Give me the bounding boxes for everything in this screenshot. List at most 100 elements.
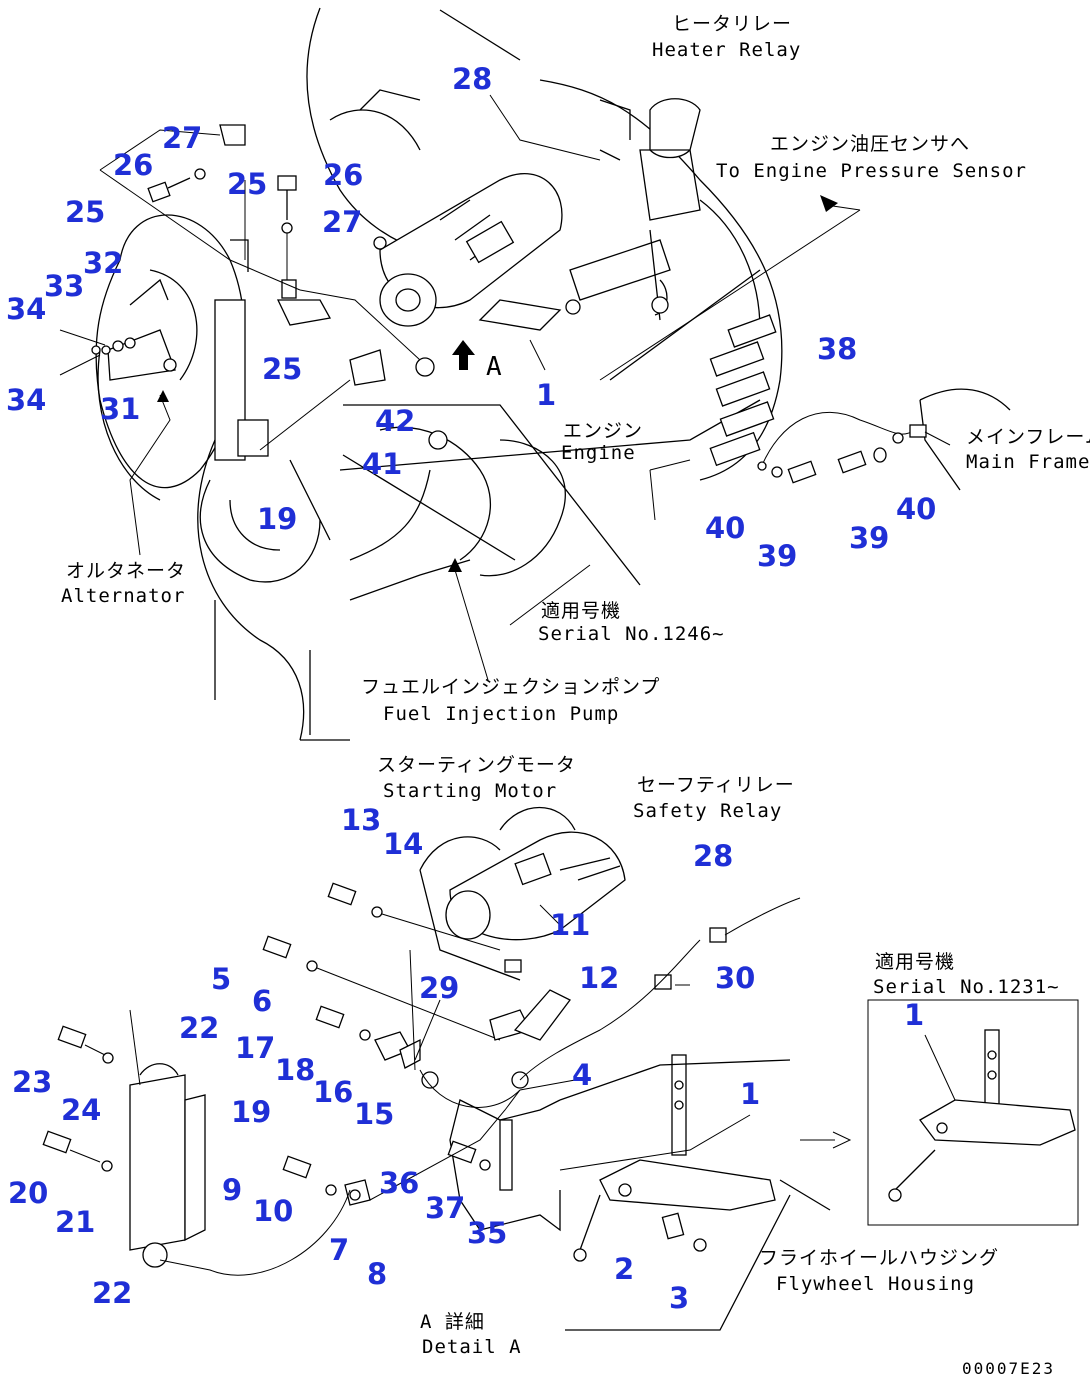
heater-relay-label-jp: ヒータリレー xyxy=(672,13,792,35)
callout-20: 20 xyxy=(8,1176,48,1210)
top-leaders xyxy=(129,94,656,626)
callout-23: 23 xyxy=(12,1065,52,1099)
starting-motor-label-jp: スターティングモータ xyxy=(377,754,576,776)
callout-38: 38 xyxy=(817,332,857,366)
callout-16: 16 xyxy=(313,1075,353,1109)
callout-18: 18 xyxy=(275,1053,315,1087)
callout-28-bottom: 28 xyxy=(693,839,733,873)
detail-a-label: Detail A xyxy=(422,1336,522,1358)
main-frame-label: Main Frame xyxy=(966,451,1090,473)
callout-1-top: 1 xyxy=(536,378,556,412)
callout-41: 41 xyxy=(362,447,402,481)
callout-13: 13 xyxy=(341,803,381,837)
bottom-wiring xyxy=(159,897,801,1276)
serial-inset-label-jp: 適用号機 xyxy=(875,951,955,973)
heater-relay xyxy=(599,98,701,221)
callout-27-top-left: 27 xyxy=(162,121,202,155)
flywheel-housing-label: Flywheel Housing xyxy=(776,1273,975,1295)
callout-40-left: 40 xyxy=(705,511,745,545)
serial-inset-box xyxy=(867,999,1079,1226)
detail-a-label-jp: A 詳細 xyxy=(420,1311,485,1333)
callout-31: 31 xyxy=(100,392,140,426)
pressure-sensor-label-jp: エンジン油圧センサへ xyxy=(770,133,970,155)
callout-35: 35 xyxy=(467,1216,507,1250)
callout-24: 24 xyxy=(61,1093,101,1127)
engine-outline xyxy=(197,7,783,741)
callout-39-left: 39 xyxy=(757,539,797,573)
callout-7: 7 xyxy=(329,1233,349,1267)
callout-2: 2 xyxy=(614,1252,634,1286)
callout-37: 37 xyxy=(425,1191,465,1225)
callout-15: 15 xyxy=(354,1097,394,1131)
serial-top-label-jp: 適用号機 xyxy=(541,600,621,622)
center-parts xyxy=(259,349,641,586)
engine-fins xyxy=(709,314,777,467)
callout-17: 17 xyxy=(235,1031,275,1065)
serial-inset-label: Serial No.1231~ xyxy=(873,976,1060,998)
callout-40-right: 40 xyxy=(896,492,936,526)
fuel-pump-label: Fuel Injection Pump xyxy=(383,703,619,725)
callout-39-right: 39 xyxy=(849,521,889,555)
pressure-sensor-label: To Engine Pressure Sensor xyxy=(716,160,1027,182)
pressure-sensor-leader xyxy=(599,195,861,381)
callout-19-top: 19 xyxy=(257,502,297,536)
callout-42: 42 xyxy=(375,404,415,438)
fuel-pump-arrow-icon xyxy=(448,558,489,681)
callout-numbers: 28 27 26 25 26 25 27 32 33 34 25 34 31 1… xyxy=(6,62,936,1315)
component-labels: ヒータリレー Heater Relay エンジン油圧センサへ To Engine… xyxy=(61,13,1090,1378)
callout-22-bottom: 22 xyxy=(92,1276,132,1310)
callout-36: 36 xyxy=(379,1166,419,1200)
view-a-arrow-icon xyxy=(452,340,475,370)
bottom-bolts xyxy=(42,882,727,1206)
starting-motor-bottom xyxy=(419,807,626,981)
safety-relay-label-jp: セーフティリレー xyxy=(637,774,795,796)
alternator-hardware xyxy=(59,278,177,381)
callout-26-top-left: 26 xyxy=(113,148,153,182)
alternator xyxy=(95,214,321,583)
callout-25-left: 25 xyxy=(65,195,105,229)
main-frame-bolts xyxy=(757,388,1011,491)
callout-27-top-right: 27 xyxy=(322,205,362,239)
callout-12: 12 xyxy=(579,961,619,995)
callout-25-center: 25 xyxy=(262,352,302,386)
relay-bracket xyxy=(565,229,761,381)
flywheel-housing xyxy=(449,1059,831,1331)
heater-relay-label: Heater Relay xyxy=(652,39,801,61)
callout-14: 14 xyxy=(383,827,423,861)
callout-22-top: 22 xyxy=(179,1011,219,1045)
callout-29: 29 xyxy=(419,971,459,1005)
flywheel-housing-label-jp: フライホイールハウジング xyxy=(759,1247,999,1269)
callout-11: 11 xyxy=(550,908,590,942)
callout-21: 21 xyxy=(55,1205,95,1239)
bracket-19 xyxy=(129,1009,206,1268)
label-pointers xyxy=(157,390,951,471)
callout-34-lower: 34 xyxy=(6,383,46,417)
callout-28-top: 28 xyxy=(452,62,492,96)
callout-1-bottom: 1 xyxy=(740,1077,760,1111)
callout-19-bottom: 19 xyxy=(231,1095,271,1129)
alternator-label: Alternator xyxy=(61,585,185,607)
safety-relay-label: Safety Relay xyxy=(633,800,782,822)
main-frame-label-jp: メインフレーム xyxy=(966,426,1090,448)
engine-label: Engine xyxy=(561,442,636,464)
callout-4: 4 xyxy=(572,1058,592,1092)
callout-33: 33 xyxy=(44,269,84,303)
engine-label-jp: エンジン xyxy=(563,420,643,442)
bottom-leaders xyxy=(414,904,956,1171)
callout-10: 10 xyxy=(253,1194,293,1228)
callout-6: 6 xyxy=(252,984,272,1018)
starting-motor-label: Starting Motor xyxy=(383,780,557,802)
view-a-label: A xyxy=(486,352,503,382)
callout-25-top-left: 25 xyxy=(227,167,267,201)
fuel-pump-label-jp: フュエルインジェクションポンプ xyxy=(361,676,660,698)
callout-9: 9 xyxy=(222,1173,242,1207)
bracket-1-bottom xyxy=(573,1054,776,1262)
callout-34-upper: 34 xyxy=(6,292,46,326)
callout-8: 8 xyxy=(367,1257,387,1291)
callout-26-top-right: 26 xyxy=(323,158,363,192)
starting-motor-top xyxy=(373,173,563,331)
serial-top-label: Serial No.1246~ xyxy=(538,623,725,645)
callout-30: 30 xyxy=(715,961,755,995)
